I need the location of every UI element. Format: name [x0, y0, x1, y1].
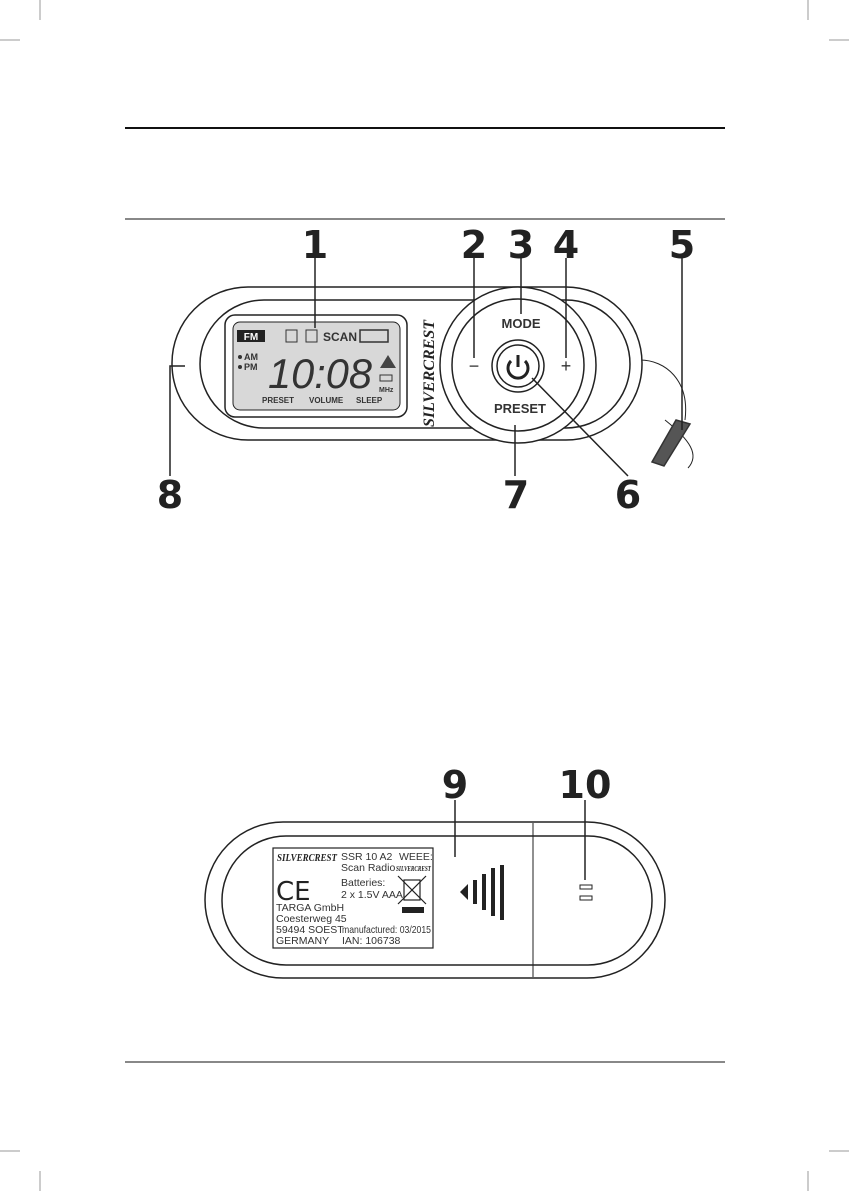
callout-3: 3	[508, 223, 534, 267]
label-ian: IAN: 106738	[342, 935, 401, 947]
lcd-volume-label: VOLUME	[309, 396, 344, 405]
label-battery-spec: 2 x 1.5V AAA	[341, 889, 403, 901]
battery-icon	[379, 374, 393, 382]
preset-button[interactable]: PRESET	[494, 401, 546, 416]
slide-arrow-icon	[460, 865, 504, 920]
lcd-sleep-label: SLEEP	[356, 396, 383, 405]
label-brand: SILVERCREST	[277, 853, 338, 864]
sleep-bed-icon	[359, 329, 389, 343]
alarm2-icon	[305, 329, 318, 343]
label-batteries: Batteries:	[341, 877, 385, 889]
weee-bin-icon	[397, 875, 427, 905]
am-indicator: AM	[244, 352, 258, 362]
mode-button[interactable]: MODE	[502, 316, 541, 331]
led-slot	[579, 884, 593, 890]
callout-lines	[169, 258, 683, 477]
callout-8: 8	[157, 473, 183, 517]
lcd-preset-label: PRESET	[262, 396, 294, 405]
brand-logo: SILVERCREST	[421, 319, 438, 427]
power-button	[491, 339, 545, 393]
callout-2: 2	[461, 223, 487, 267]
label-company: TARGA GmbH	[276, 902, 344, 914]
radio-back-view	[204, 821, 666, 979]
radio-front-view	[171, 286, 694, 469]
label-weee-brand: SILVERCREST	[396, 865, 432, 873]
callout-6: 6	[615, 473, 641, 517]
lcd-display	[232, 321, 401, 411]
label-city: 59494 SOEST	[276, 924, 344, 936]
callout-7: 7	[503, 473, 529, 517]
rating-label	[272, 847, 434, 949]
label-model: SSR 10 A2	[341, 851, 393, 863]
signal-icon	[380, 355, 396, 368]
time-display: 10:08	[268, 350, 373, 397]
ce-mark: CE	[276, 877, 311, 907]
label-manufactured: manufactured: 03/2015	[342, 924, 431, 936]
plus-button[interactable]: +	[561, 356, 572, 376]
label-street: Coesterweg 45	[276, 913, 347, 925]
minus-button[interactable]: −	[469, 356, 480, 376]
fm-indicator-bg	[237, 330, 265, 342]
pm-indicator: PM	[244, 362, 258, 372]
callout-1: 1	[302, 223, 328, 267]
wrist-strap	[650, 419, 692, 467]
callout-10: 10	[559, 763, 612, 807]
fm-indicator: FM	[244, 332, 258, 343]
scan-indicator: SCAN	[323, 330, 357, 344]
callout-4: 4	[553, 223, 579, 267]
label-country: GERMANY	[276, 935, 329, 947]
label-text: SILVERCREST SSR 10 A2 Scan Radio WEEE: S…	[276, 851, 433, 947]
callout-lines-back	[454, 800, 586, 880]
callout-9: 9	[442, 763, 468, 807]
alarm1-icon	[285, 329, 298, 343]
label-type: Scan Radio	[341, 862, 395, 874]
callout-5: 5	[669, 223, 695, 267]
power-icon	[506, 355, 530, 380]
mhz-label: MHz	[379, 387, 394, 394]
label-weee: WEEE:	[399, 851, 433, 863]
